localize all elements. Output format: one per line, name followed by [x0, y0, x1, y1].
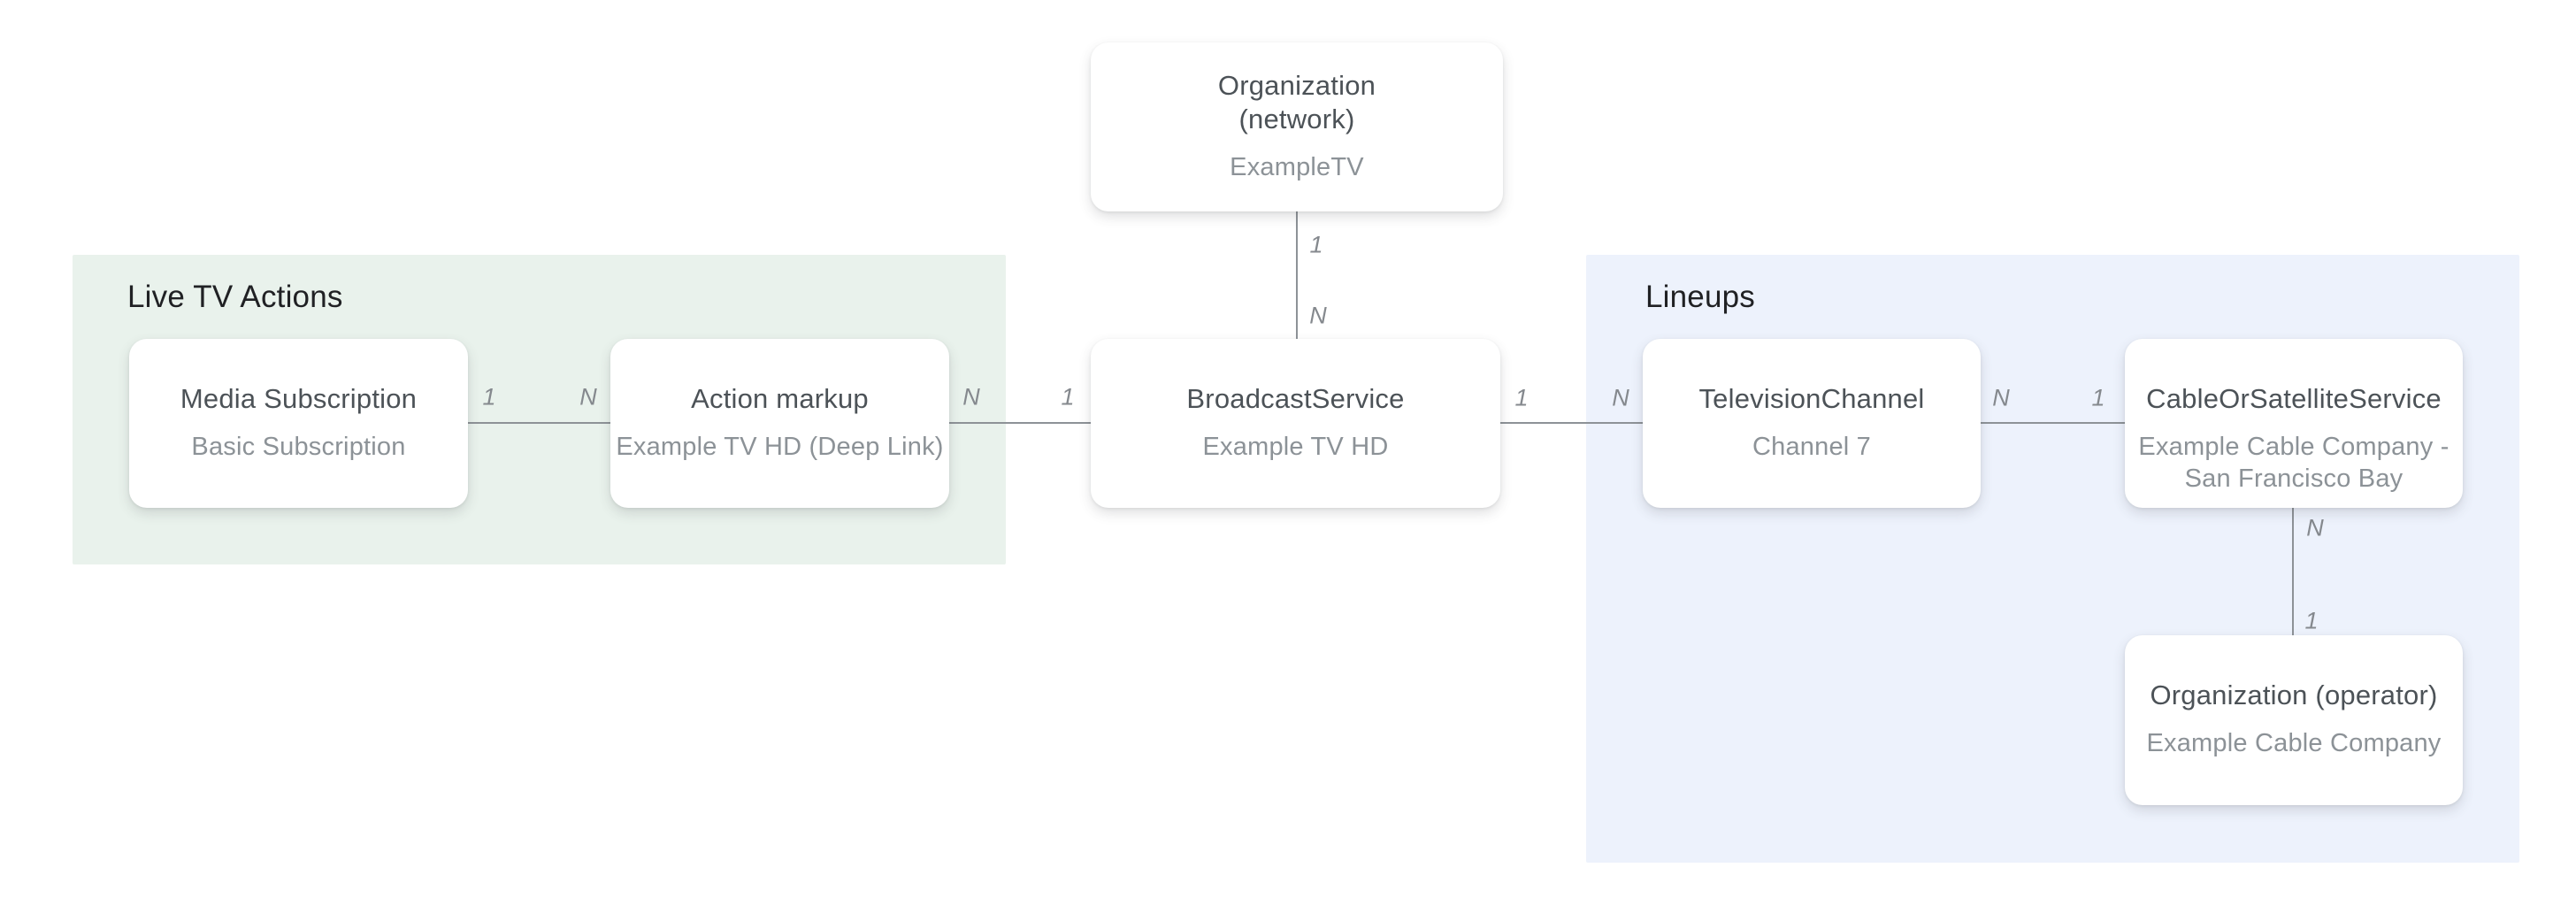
edge-action-markup-to-broadcast-service [949, 422, 1091, 424]
cardinality-label: N [962, 383, 980, 411]
edge-media-subscription-to-action-markup [468, 422, 610, 424]
node-subtitle: ExampleTV [1230, 153, 1364, 181]
node-subtitle: Example TV HD (Deep Link) [616, 433, 944, 461]
node-subtitle: Basic Subscription [191, 433, 406, 461]
node-cable-or-satellite-service: CableOrSatelliteService Example Cable Co… [2125, 339, 2463, 508]
cardinality-label: 1 [1309, 231, 1323, 258]
node-title: CableOrSatelliteService [2146, 383, 2442, 414]
node-title: TelevisionChannel [1698, 383, 1925, 414]
node-subtitle: Example TV HD [1202, 433, 1389, 461]
cardinality-label: N [1992, 384, 2010, 411]
cardinality-label: N [1612, 384, 1629, 411]
node-subtitle: Channel 7 [1752, 433, 1871, 461]
node-title: Media Subscription [180, 383, 418, 414]
node-subtitle: Example Cable Company - San Francisco Ba… [2138, 433, 2450, 493]
cardinality-label: 1 [1514, 384, 1529, 411]
edge-television-channel-to-cable-or-satellite-service [1981, 422, 2125, 424]
edge-cable-or-satellite-service-to-organization-operator [2292, 508, 2294, 635]
edge-organization-network-to-broadcast-service [1296, 211, 1298, 339]
node-subtitle: Example Cable Company [2146, 729, 2442, 757]
cardinality-label: N [579, 383, 597, 411]
node-broadcast-service: BroadcastService Example TV HD [1091, 339, 1500, 508]
cardinality-label: 1 [482, 383, 496, 411]
cardinality-label: N [1309, 302, 1327, 329]
node-title: Organization (operator) [2150, 680, 2438, 710]
node-action-markup: Action markup Example TV HD (Deep Link) [610, 339, 949, 508]
node-title: BroadcastService [1186, 383, 1405, 414]
lineups-section-title: Lineups [1645, 280, 1756, 314]
cardinality-label: 1 [2091, 384, 2105, 411]
cardinality-label: N [2306, 514, 2324, 541]
node-organization-network: Organization (network) ExampleTV [1091, 42, 1503, 211]
edge-broadcast-service-to-television-channel [1499, 422, 1643, 424]
cardinality-label: 1 [1061, 383, 1075, 411]
node-title: Organization (network) [1217, 70, 1376, 134]
node-organization-operator: Organization (operator) Example Cable Co… [2125, 635, 2463, 805]
node-television-channel: TelevisionChannel Channel 7 [1643, 339, 1981, 508]
live-tv-actions-section-title: Live TV Actions [127, 280, 343, 314]
node-media-subscription: Media Subscription Basic Subscription [129, 339, 468, 508]
cardinality-label: 1 [2304, 607, 2319, 634]
node-title: Action markup [691, 383, 869, 414]
